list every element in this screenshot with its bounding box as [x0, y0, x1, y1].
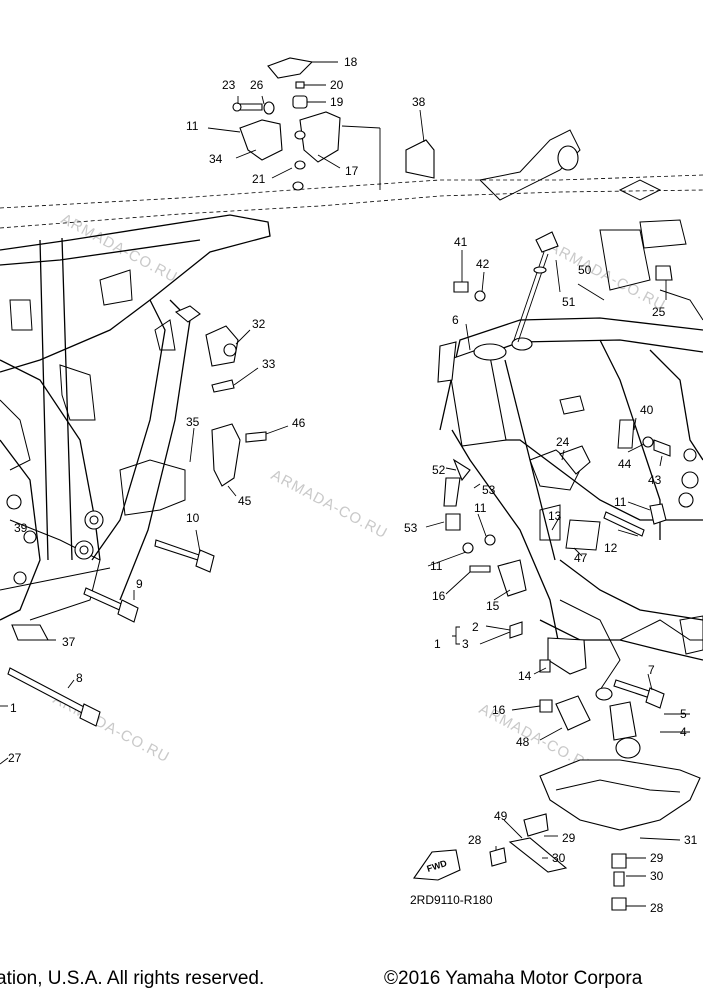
callout-6: 6 — [452, 313, 459, 327]
callout-13: 13 — [548, 509, 562, 523]
callout-21: 21 — [252, 172, 266, 186]
callout-20: 20 — [330, 78, 344, 92]
callout-29: 29 — [650, 851, 664, 865]
callout-19: 19 — [330, 95, 344, 109]
callouts: 18 20 19 23 26 11 34 17 21 38 32 33 35 4… — [8, 55, 698, 915]
callout-10: 10 — [186, 511, 200, 525]
callout-42: 42 — [476, 257, 490, 271]
callout-30: 30 — [650, 869, 664, 883]
left-parts — [7, 57, 435, 727]
watermark: ARMADA-CO.RU — [58, 211, 180, 287]
copyright-right: ©2016 Yamaha Motor Corpora — [384, 968, 643, 989]
callout-11: 11 — [474, 501, 487, 515]
diagram-code: 2RD9110-R180 — [410, 893, 493, 907]
callout-29: 29 — [562, 831, 576, 845]
callout-53: 53 — [404, 521, 418, 535]
right-parts: FWD — [413, 231, 701, 911]
callout-1: 1 — [434, 637, 441, 651]
callout-9: 9 — [136, 577, 143, 591]
callout-2: 2 — [472, 620, 479, 634]
callout-11: 11 — [614, 495, 627, 509]
callout-15: 15 — [486, 599, 500, 613]
callout-24: 24 — [556, 435, 570, 449]
callout-27: 27 — [8, 751, 22, 765]
callout-43: 43 — [648, 473, 662, 487]
top-frame-tube — [0, 174, 703, 229]
leader-lines — [0, 61, 690, 907]
callout-12: 12 — [604, 541, 618, 555]
callout-16: 16 — [492, 703, 506, 717]
callout-30: 30 — [552, 851, 566, 865]
callout-35: 35 — [186, 415, 200, 429]
callout-1: 1 — [10, 701, 17, 715]
callout-52: 52 — [432, 463, 446, 477]
callout-44: 44 — [618, 457, 632, 471]
callout-25: 25 — [652, 305, 666, 319]
callout-45: 45 — [238, 494, 252, 508]
callout-3: 3 — [462, 637, 469, 651]
watermarks: ARMADA-CO.RU ARMADA-CO.RU ARMADA-CO.RU A… — [50, 211, 668, 777]
callout-28: 28 — [468, 833, 482, 847]
callout-40: 40 — [640, 403, 654, 417]
callout-17: 17 — [345, 164, 359, 178]
callout-4: 4 — [680, 725, 687, 739]
left-frame — [0, 214, 271, 621]
callout-11: 11 — [430, 559, 443, 573]
callout-46: 46 — [292, 416, 306, 430]
copyright-left: ation, U.S.A. All rights reserved. — [0, 968, 265, 989]
callout-38: 38 — [412, 95, 426, 109]
callout-5: 5 — [680, 707, 687, 721]
callout-28: 28 — [650, 901, 664, 915]
callout-8: 8 — [76, 671, 83, 685]
callout-26: 26 — [250, 78, 264, 92]
callout-16: 16 — [432, 589, 446, 603]
callout-34: 34 — [209, 152, 223, 166]
callout-37: 37 — [62, 635, 76, 649]
callout-23: 23 — [222, 78, 236, 92]
callout-39: 39 — [14, 521, 28, 535]
callout-49: 49 — [494, 809, 508, 823]
watermark: ARMADA-CO.RU — [268, 467, 390, 543]
callout-41: 41 — [454, 235, 468, 249]
callout-48: 48 — [516, 735, 530, 749]
callout-47: 47 — [574, 551, 588, 565]
callout-7: 7 — [648, 663, 655, 677]
right-frame — [437, 129, 703, 691]
callout-50: 50 — [578, 263, 592, 277]
callout-51: 51 — [562, 295, 576, 309]
callout-32: 32 — [252, 317, 266, 331]
callout-14: 14 — [518, 669, 532, 683]
callout-31: 31 — [684, 833, 698, 847]
callout-33: 33 — [262, 357, 276, 371]
callout-53: 53 — [482, 483, 496, 497]
callout-18: 18 — [344, 55, 358, 69]
callout-11: 11 — [186, 119, 199, 133]
